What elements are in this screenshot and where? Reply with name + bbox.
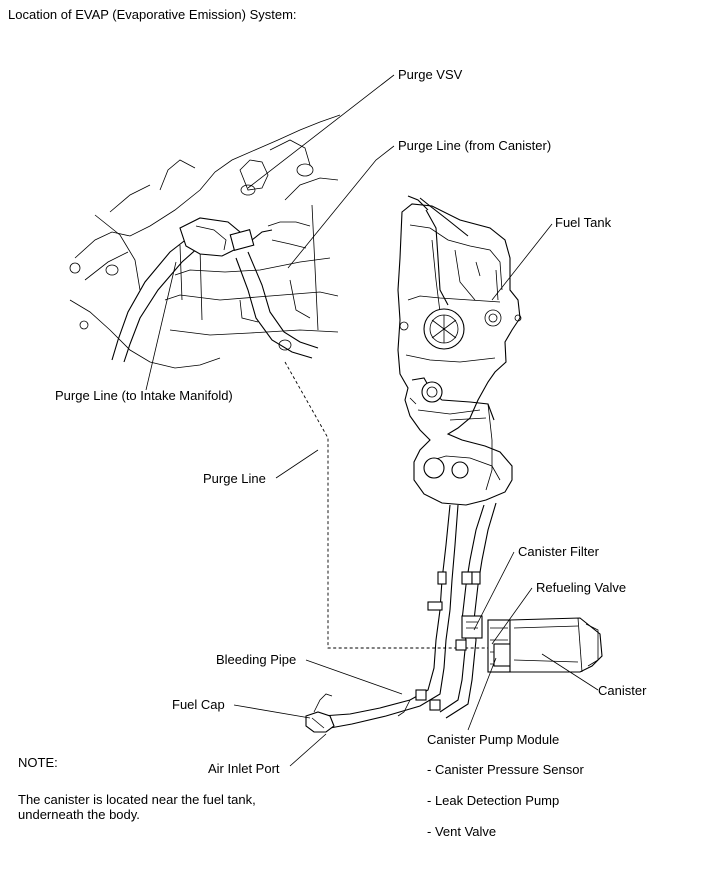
label-fuel-tank: Fuel Tank <box>555 215 612 230</box>
lines-and-canister-drawing <box>305 584 603 733</box>
label-purge-line: Purge Line <box>203 471 266 486</box>
diagram-title: Location of EVAP (Evaporative Emission) … <box>8 7 297 22</box>
pump-module-part: - Canister Pressure Sensor <box>427 762 584 777</box>
leader-lines <box>145 74 599 767</box>
label-bleeding-pipe: Bleeding Pipe <box>216 652 297 667</box>
note-heading: NOTE: <box>18 755 58 770</box>
label-refueling-valve: Refueling Valve <box>536 580 627 595</box>
label-purge-line-from-canister: Purge Line (from Canister) <box>398 138 552 153</box>
pump-module-part: - Vent Valve <box>427 824 497 839</box>
label-canister-pump-module: Canister Pump Module <box>427 732 560 747</box>
label-purge-line-to-intake-manifold: Purge Line (to Intake Manifold) <box>55 388 233 403</box>
pump-module-part: - Leak Detection Pump <box>427 793 560 808</box>
label-canister: Canister <box>598 683 647 698</box>
note-text: The canister is located near the fuel ta… <box>18 792 256 822</box>
label-canister-filter: Canister Filter <box>518 544 599 559</box>
fuel-tank-drawing <box>397 195 522 611</box>
label-air-inlet-port: Air Inlet Port <box>208 761 280 776</box>
label-purge-vsv: Purge VSV <box>398 67 463 82</box>
engine-compartment-drawing <box>69 114 341 369</box>
label-fuel-cap: Fuel Cap <box>172 697 225 712</box>
